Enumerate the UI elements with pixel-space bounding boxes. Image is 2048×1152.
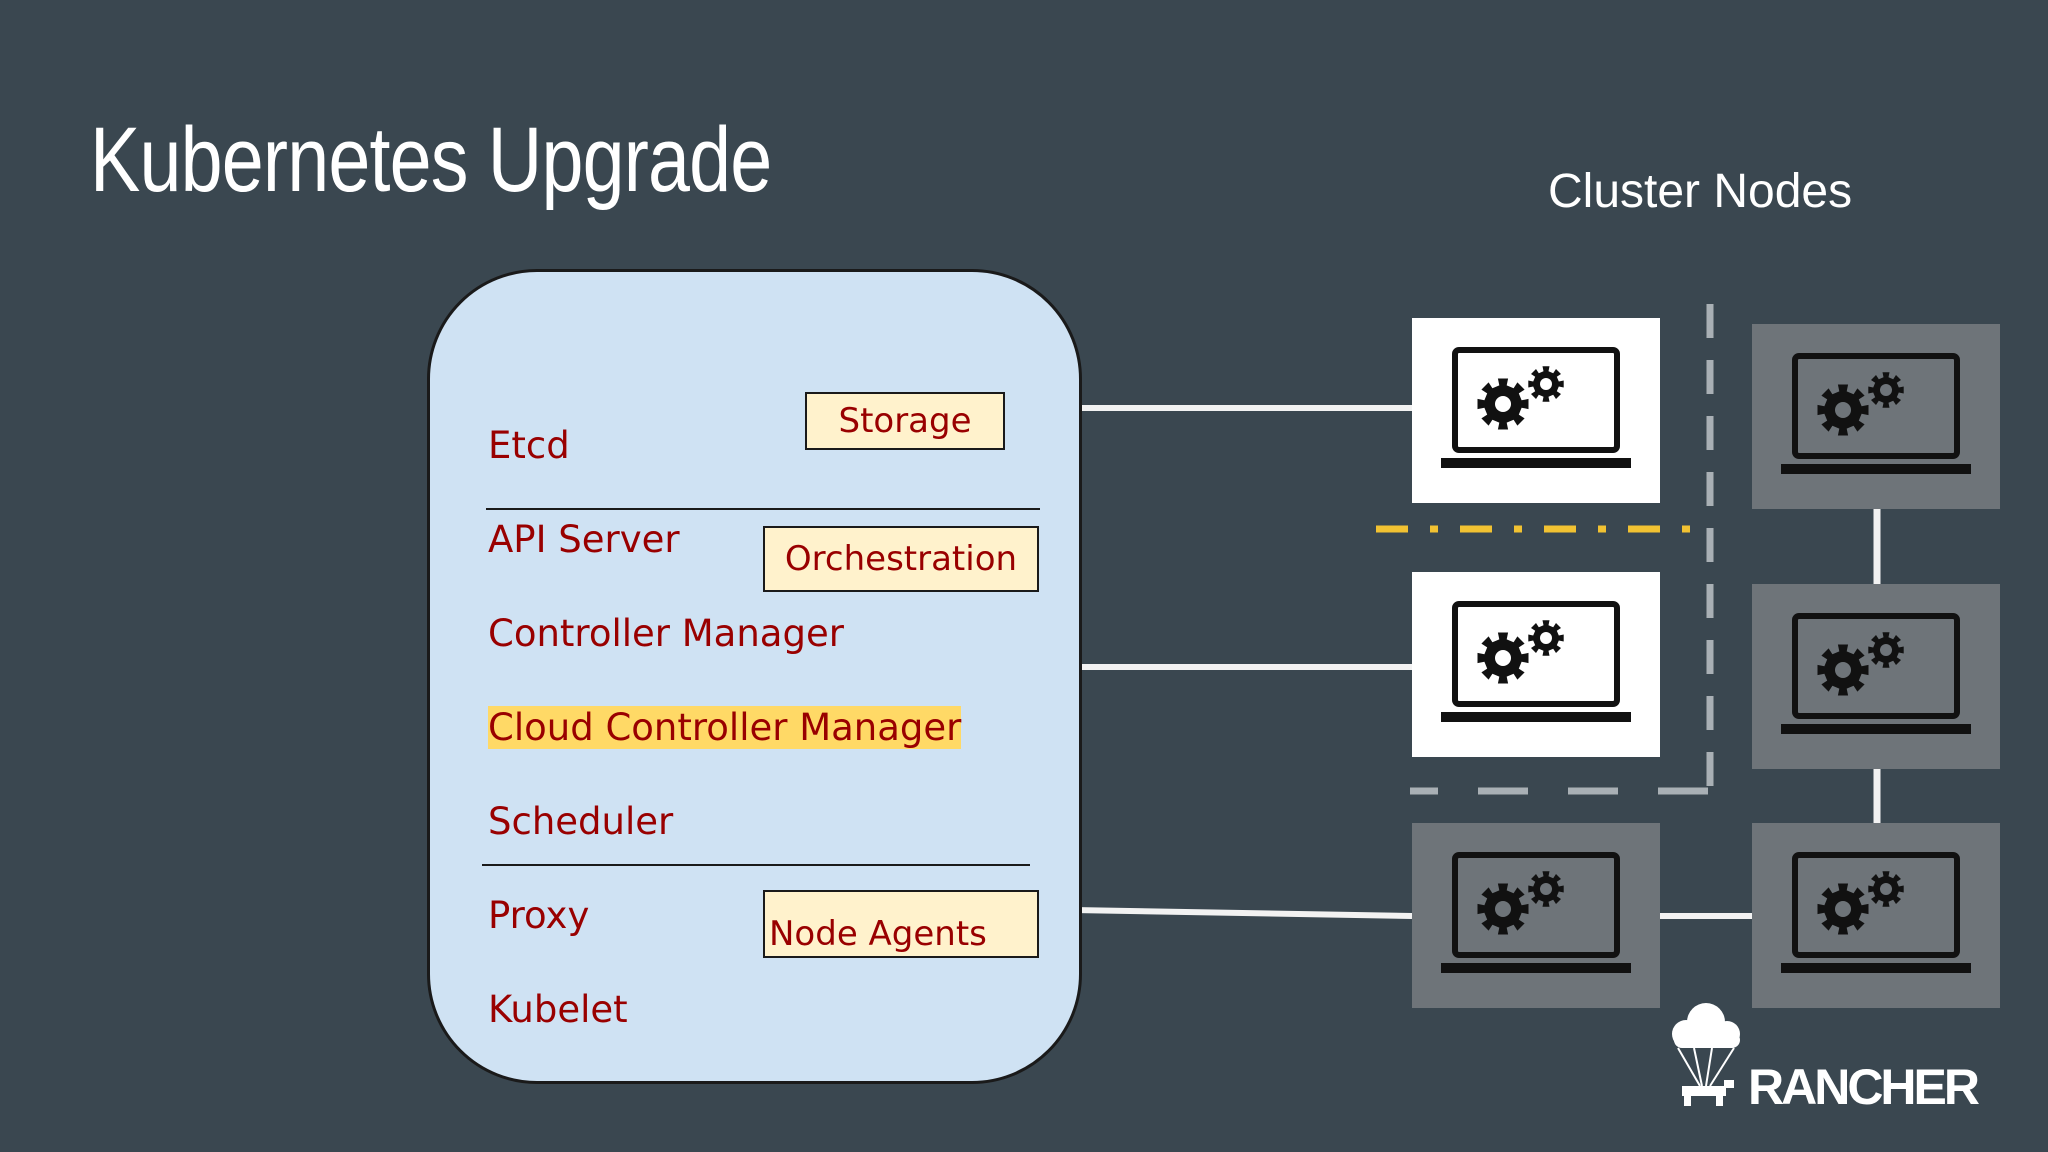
- cluster-node: [1412, 572, 1660, 757]
- storage-tag: Storage: [805, 392, 1005, 450]
- etcd-label: Etcd: [488, 424, 570, 467]
- laptop-gears-icon: [1781, 352, 1971, 474]
- laptop-gears-icon: [1781, 851, 1971, 973]
- cluster-node: [1412, 318, 1660, 503]
- worker-separator: [482, 864, 1030, 866]
- rancher-logo-text: RANCHER: [1748, 1059, 1980, 1115]
- laptop-gears-icon: [1441, 600, 1631, 722]
- cloud-controller-manager-label: Cloud Controller Manager: [488, 706, 962, 749]
- slide-title: Kubernetes Upgrade: [90, 109, 772, 211]
- cluster-node: [1752, 584, 2000, 769]
- orchestration-tag: Orchestration: [763, 526, 1039, 592]
- laptop-gears-icon: [1441, 851, 1631, 973]
- cluster-node: [1752, 324, 2000, 509]
- cluster-nodes-label: Cluster Nodes: [1548, 165, 1853, 218]
- cluster-node: [1752, 823, 2000, 1008]
- laptop-gears-icon: [1441, 346, 1631, 468]
- api-server-label: API Server: [488, 518, 680, 561]
- laptop-gears-icon: [1781, 612, 1971, 734]
- controller-manager-label: Controller Manager: [488, 612, 844, 655]
- worker-connector: [1072, 907, 1413, 919]
- cluster-node: [1412, 823, 1660, 1008]
- node-agents-tag: Node Agents: [763, 890, 1039, 958]
- rancher-logo-icon: [1672, 1003, 1740, 1106]
- proxy-label: Proxy: [488, 894, 590, 937]
- etcd-separator: [486, 508, 1040, 510]
- scheduler-label: Scheduler: [488, 800, 674, 843]
- kubelet-label: Kubelet: [488, 988, 628, 1031]
